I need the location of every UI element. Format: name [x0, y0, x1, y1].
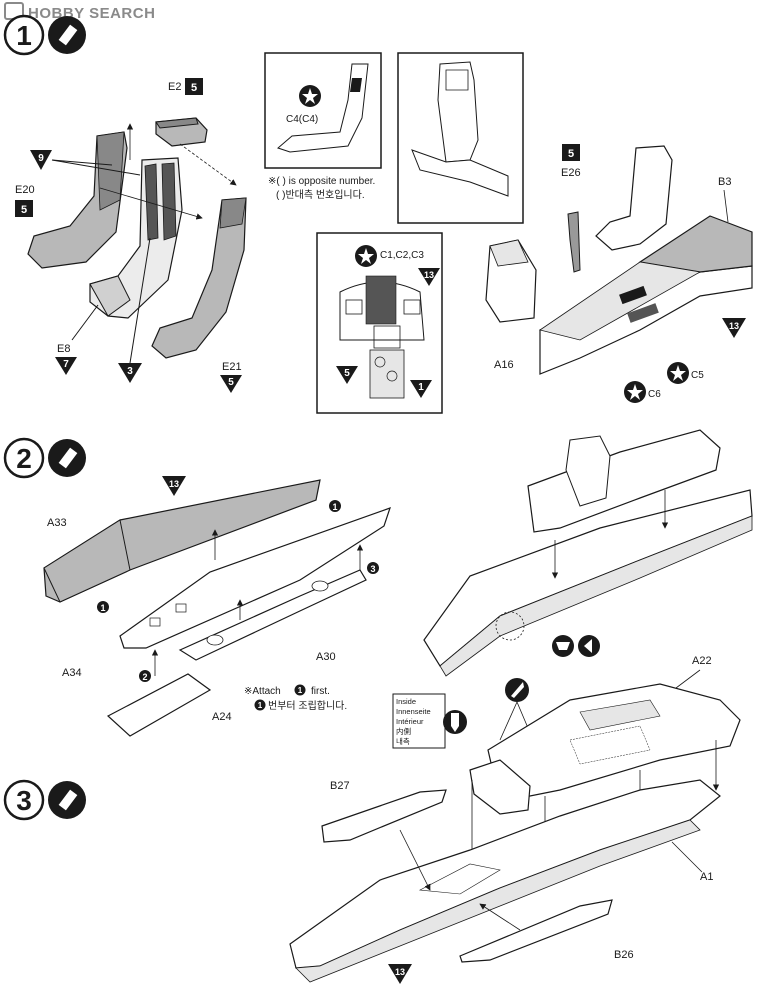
part-label-a1: A1 [700, 871, 713, 883]
part-a22: A22 [469, 655, 741, 815]
callout-panel-top: 13 [424, 270, 434, 280]
order-mark-1b: 1 [100, 603, 105, 613]
inset-c4: C4(C4) [264, 52, 382, 169]
part-b27: B27 [321, 780, 447, 891]
callout-seat-belts: 3 [118, 237, 151, 383]
part-a16: A16 [485, 239, 537, 371]
part-e26: 5 E26 [561, 144, 581, 273]
part-label-c5: C5 [691, 370, 704, 381]
callout-3: 3 [127, 366, 133, 377]
note-attach-num: 1 [298, 686, 303, 695]
part-label-c6: C6 [648, 389, 661, 400]
inset-cockpit-tub [397, 52, 524, 224]
callout-box-e2 [185, 78, 203, 95]
note-opposite-ko: ( )반대측 번호입니다. [276, 188, 365, 201]
inside-en: Inside [396, 697, 416, 706]
callout-box-e20 [15, 200, 33, 217]
part-label-e20: E20 [15, 184, 35, 196]
callout-tub: 13 [729, 321, 739, 331]
part-a34: A34 [62, 507, 391, 679]
callout-panel-right: 1 [418, 382, 424, 393]
step-3-number: 3 [16, 785, 32, 816]
part-a24: A24 [106, 673, 232, 737]
svg-text:※Attach: ※Attach [244, 686, 281, 697]
part-label-b3: B3 [718, 176, 731, 188]
callout-panel-left: 5 [344, 368, 350, 379]
part-b3-tub: B3 13 C5 C6 [539, 145, 753, 403]
inside-ko: 내측 [396, 737, 410, 746]
note-opposite-en: ※( ) is opposite number. [268, 176, 375, 187]
part-label-c123: C1,C2,C3 [380, 250, 424, 261]
note-attach-suffix: first. [311, 686, 330, 697]
part-e2: E2 5 [155, 78, 208, 147]
order-mark-2: 2 [142, 672, 147, 682]
assembled-cockpit [423, 429, 753, 677]
note-attach-prefix: ※Attach [244, 686, 281, 697]
note-attach-ko-num: 1 [258, 701, 263, 710]
part-label-a24: A24 [212, 711, 232, 723]
part-label-e8: E8 [57, 343, 70, 355]
part-label-b26: B26 [614, 949, 634, 961]
part-label-a16: A16 [494, 359, 514, 371]
part-label-a22: A22 [692, 655, 712, 667]
step-1-number-circle [3, 14, 45, 56]
step-1-number: 1 [16, 20, 32, 51]
step-3: 3 Inside Innenseite Intérieur 内側 내측 A22 [3, 655, 741, 984]
note-attach-ko: 번부터 조립합니다. [268, 699, 347, 712]
callout-seat-cushion: 9 [30, 150, 141, 176]
callout-e21: 5 [228, 377, 234, 388]
part-a30: A30 [178, 569, 367, 663]
callout-e2: 5 [191, 82, 197, 94]
step-2-number: 2 [16, 443, 32, 474]
inside-ja: 内側 [396, 726, 411, 736]
order-mark-1a: 1 [332, 502, 337, 512]
callout-step3-bottom: 13 [395, 967, 405, 977]
inset-instrument-panel: C1,C2,C3 13 5 1 [316, 232, 443, 414]
part-label-e21: E21 [222, 361, 242, 373]
part-b26: B26 [459, 899, 634, 963]
part-seat [89, 157, 183, 319]
part-a1: A1 [289, 779, 721, 983]
part-label-c4: C4(C4) [286, 114, 318, 125]
inside-fr: Intérieur [396, 717, 424, 726]
part-label-a33: A33 [47, 517, 67, 529]
step-2: 2 A33 13 A34 A30 A24 [3, 429, 753, 737]
step-1: 1 E2 5 E20 5 9 [3, 14, 753, 414]
part-label-a34: A34 [62, 667, 82, 679]
part-a33: A33 13 [43, 476, 321, 603]
callout-e26: 5 [568, 148, 574, 160]
part-e20: E20 5 [15, 131, 128, 269]
callout-box-e26 [562, 144, 580, 161]
callout-9: 9 [38, 153, 44, 164]
callout-e8: 7 [63, 359, 69, 370]
part-label-e26: E26 [561, 167, 581, 179]
part-label-a30: A30 [316, 651, 336, 663]
part-label-e2: E2 [168, 81, 181, 93]
part-e8: E8 7 [55, 304, 99, 375]
inside-de: Innenseite [396, 707, 431, 716]
step-1-glue-tube-icon [57, 23, 79, 47]
order-mark-3: 3 [370, 564, 375, 574]
callout-e20: 5 [21, 204, 27, 216]
part-label-b27: B27 [330, 780, 350, 792]
part-e21: E21 5 [151, 197, 247, 393]
callout-step2-top: 13 [169, 479, 179, 489]
inside-note-box: Inside Innenseite Intérieur 内側 내측 [392, 678, 529, 749]
